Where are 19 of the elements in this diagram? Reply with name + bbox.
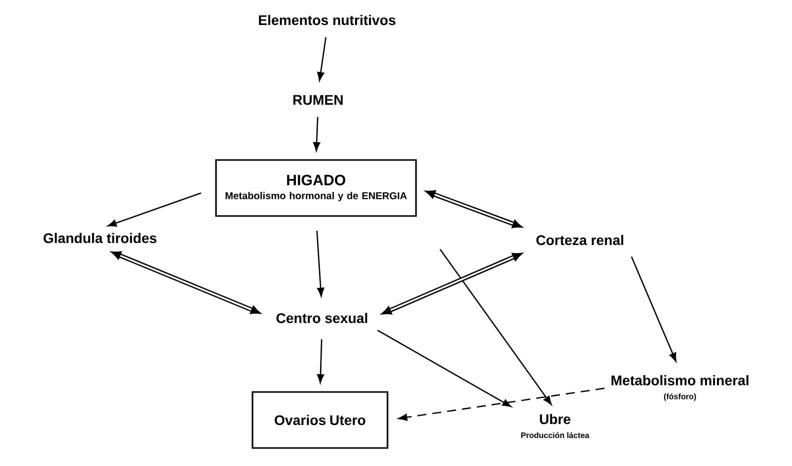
node-label: Glandula tiroides xyxy=(44,232,156,244)
arrow xyxy=(424,190,523,228)
arrow xyxy=(108,192,202,227)
arrow xyxy=(313,117,320,152)
arrow xyxy=(398,388,605,421)
node-label: Elementos nutritivos xyxy=(258,14,396,26)
arrow xyxy=(317,37,326,81)
node-label: Corteza renal xyxy=(536,234,624,246)
arrow xyxy=(377,330,512,408)
node-label: RUMEN xyxy=(293,95,343,105)
node-label: Centro sexual xyxy=(276,312,368,324)
process-box: Ovarios Utero xyxy=(252,391,388,449)
arrow xyxy=(381,252,523,315)
arrow xyxy=(316,339,324,384)
process-box: HIGADO Metabolismo hormonal y de ENERGIA xyxy=(215,159,417,217)
arrow xyxy=(316,230,324,297)
arrow xyxy=(440,248,552,405)
arrow xyxy=(630,256,676,362)
arrow xyxy=(110,251,261,314)
